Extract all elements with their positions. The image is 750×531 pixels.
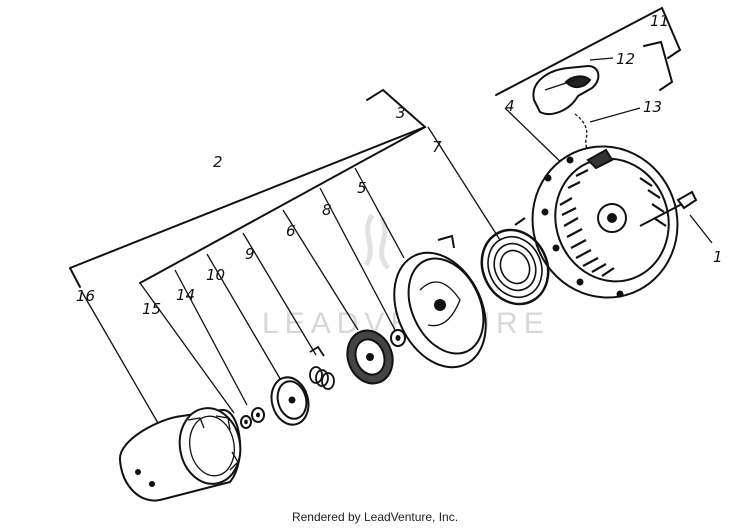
callout-2: 2 — [213, 153, 223, 171]
starter-cup — [118, 407, 242, 502]
cover-plate — [270, 376, 310, 426]
ratchet-plate — [346, 329, 394, 385]
callout-16: 16 — [76, 287, 95, 305]
callout-8: 8 — [322, 201, 332, 219]
starter-rope — [574, 113, 597, 157]
starter-housing — [531, 145, 679, 299]
ratchet-spring — [309, 345, 335, 390]
callout-10: 10 — [206, 266, 225, 284]
callout-9: 9 — [245, 245, 255, 263]
callout-11: 11 — [650, 12, 669, 30]
nut — [240, 415, 252, 429]
callout-12: 12 — [616, 50, 635, 68]
washer-small — [390, 329, 406, 347]
leader-lines — [69, 6, 713, 431]
recoil-spring — [480, 217, 550, 306]
starter-handle — [532, 64, 600, 115]
callout-1: 1 — [713, 248, 723, 266]
callout-6: 6 — [286, 222, 296, 240]
rope-pulley — [393, 234, 487, 369]
callout-3: 3 — [396, 104, 406, 122]
footer-credit: Rendered by LeadVenture, Inc. — [291, 510, 459, 524]
callout-labels: 11 12 13 4 3 7 2 5 8 6 9 10 14 15 16 1 — [76, 12, 723, 318]
callout-13: 13 — [643, 98, 662, 116]
callout-14: 14 — [176, 286, 195, 304]
callout-15: 15 — [142, 300, 161, 318]
washer — [251, 407, 265, 423]
bolt — [639, 190, 698, 227]
callout-5: 5 — [357, 179, 367, 197]
callout-7: 7 — [432, 138, 442, 156]
housing-vents — [559, 169, 667, 277]
callout-4: 4 — [505, 97, 515, 115]
